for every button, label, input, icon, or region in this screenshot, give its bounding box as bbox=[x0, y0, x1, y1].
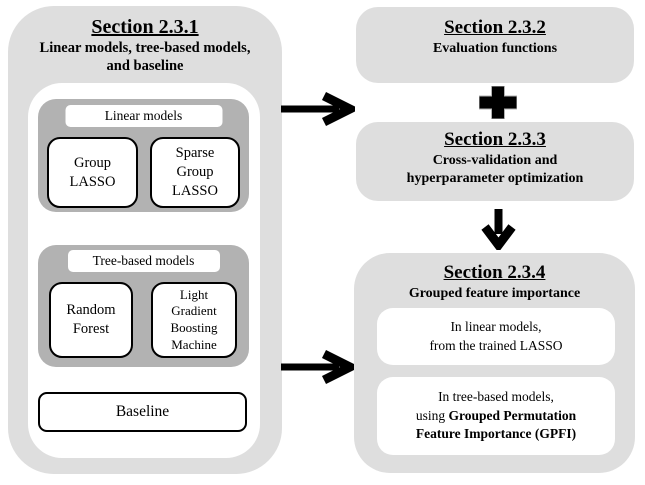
section-232-title: Section 2.3.2 bbox=[444, 17, 546, 38]
linear-models-label: Linear models bbox=[65, 105, 222, 127]
tree-importance-text: In tree-based models, using Grouped Perm… bbox=[415, 389, 577, 442]
linear-models-group: Linear models Group LASSO Sparse Group L… bbox=[38, 99, 249, 212]
section-234-subtitle: Grouped feature importance bbox=[408, 285, 581, 301]
arrow-right-icon bbox=[281, 91, 355, 127]
section-233-title: Section 2.3.3 bbox=[444, 129, 546, 150]
section-232-box: Section 2.3.2 Evaluation functions bbox=[356, 7, 634, 83]
tree-models-label: Tree-based models bbox=[67, 250, 220, 272]
section-231-subtitle: Linear models, tree-based models, and ba… bbox=[39, 40, 251, 74]
linear-importance-text: In linear models, from the trained LASSO bbox=[429, 318, 563, 353]
models-container: Linear models Group LASSO Sparse Group L… bbox=[28, 83, 260, 458]
section-234-title: Section 2.3.4 bbox=[443, 262, 546, 283]
plus-icon bbox=[479, 86, 517, 119]
tree-importance-note: In tree-based models, using Grouped Perm… bbox=[377, 377, 615, 455]
section-231-panel: Section 2.3.1 Linear models, tree-based … bbox=[8, 6, 282, 474]
arrow-right-icon bbox=[281, 349, 355, 385]
lgbm-box: Light Gradient Boosting Machine bbox=[151, 282, 237, 358]
arrow-down-icon bbox=[481, 209, 516, 250]
group-lasso-box: Group LASSO bbox=[47, 137, 138, 208]
baseline-box: Baseline bbox=[38, 392, 247, 432]
section-231-title: Section 2.3.1 bbox=[91, 16, 199, 38]
section-234-box: Section 2.3.4 Grouped feature importance… bbox=[354, 253, 635, 473]
random-forest-box: Random Forest bbox=[49, 282, 133, 358]
section-233-box: Section 2.3.3 Cross-validation and hyper… bbox=[356, 122, 634, 201]
section-233-subtitle: Cross-validation and hyperparameter opti… bbox=[406, 152, 584, 186]
section-232-subtitle: Evaluation functions bbox=[432, 40, 558, 56]
linear-importance-note: In linear models, from the trained LASSO bbox=[377, 308, 615, 365]
sparse-group-lasso-box: Sparse Group LASSO bbox=[150, 137, 240, 208]
tree-models-group: Tree-based models Random Forest Light Gr… bbox=[38, 245, 249, 367]
